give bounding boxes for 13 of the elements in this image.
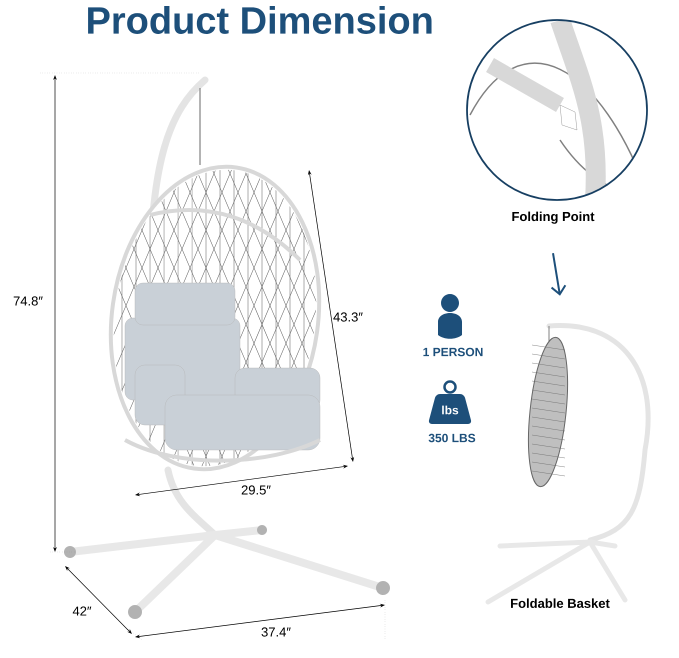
node-label: Foldable Basket: [511, 598, 610, 608]
node-label: Folding Point: [512, 212, 594, 224]
dimension-label: 74.8″: [14, 296, 43, 306]
dimension-label: 29.5″: [242, 485, 271, 495]
title: Product Dimension: [88, 6, 432, 34]
dimension-label: 37.4″: [262, 627, 291, 637]
folded-chair-drawing: Foldable Basket: [486, 323, 651, 608]
dimension-label: 43.3″: [333, 312, 363, 322]
capacity-label: 350 LBS: [428, 434, 476, 442]
unit-label: lbs: [442, 406, 458, 414]
folding-point-inset: Folding Point: [466, 19, 648, 224]
arrow: [550, 253, 566, 296]
dimension-label: 42″: [72, 606, 92, 616]
